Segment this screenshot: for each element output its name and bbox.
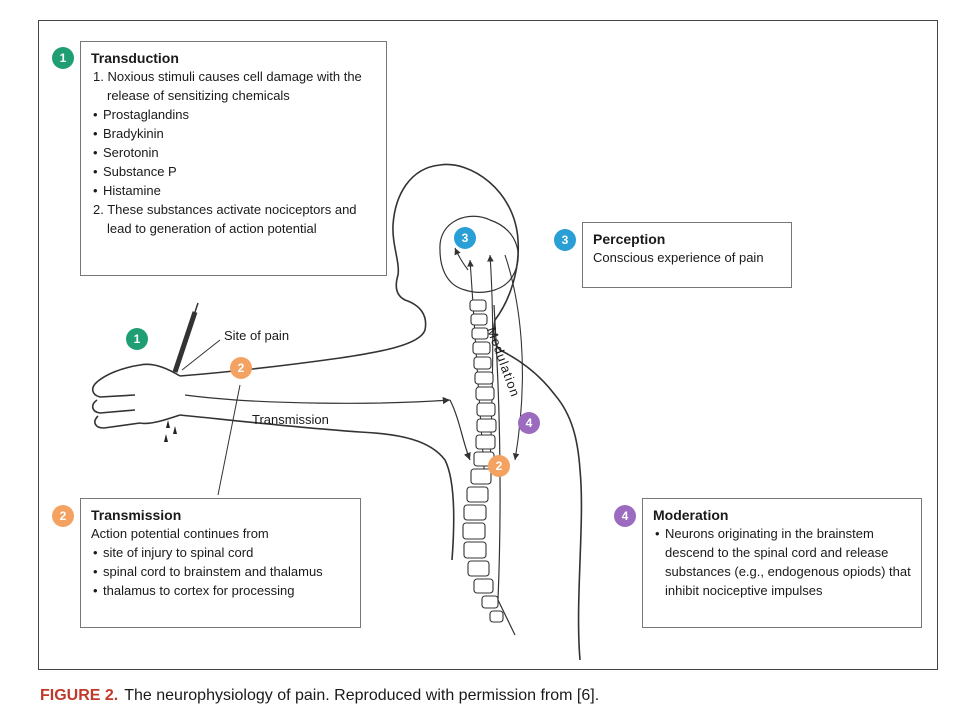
moderation-title: Moderation xyxy=(653,507,729,523)
badge-transmission-arm: 2 xyxy=(230,357,252,379)
brain-outline xyxy=(439,215,519,293)
transduction-box: Transduction 1. Noxious stimuli causes c… xyxy=(80,41,387,276)
needle xyxy=(172,311,198,373)
caption-text: The neurophysiology of pain. Reproduced … xyxy=(124,687,600,704)
badge-transduction-site: 1 xyxy=(126,328,148,350)
body-outline xyxy=(179,163,583,661)
moderation-list: Neurons originating in the brainstem des… xyxy=(653,524,911,600)
transmission-item: thalamus to cortex for processing xyxy=(91,581,350,600)
transmission-item: site of injury to spinal cord xyxy=(91,543,350,562)
transmission-list: site of injury to spinal cord spinal cor… xyxy=(91,543,350,600)
badge-moderation-neck: 4 xyxy=(518,412,540,434)
arm-lower-outline xyxy=(179,414,455,561)
figure-frame xyxy=(38,20,938,670)
figure-caption: FIGURE 2. The neurophysiology of pain. Re… xyxy=(40,686,599,706)
transmission-arrow-label: Transmission xyxy=(252,412,329,427)
perception-title: Perception xyxy=(593,231,666,247)
transduction-title: Transduction xyxy=(91,50,179,66)
transmission-title: Transmission xyxy=(91,507,182,523)
hand-outline xyxy=(91,363,181,429)
transmission-text: Action potential continues from xyxy=(91,526,269,541)
perception-text: Conscious experience of pain xyxy=(593,250,764,265)
transmission-item: spinal cord to brainstem and thalamus xyxy=(91,562,350,581)
site-of-pain-label: Site of pain xyxy=(224,328,290,343)
moderation-item: Neurons originating in the brainstem des… xyxy=(653,524,911,600)
chemical-item: Prostaglandins xyxy=(91,105,376,124)
transmission-box: Transmission Action potential continues … xyxy=(80,498,361,628)
chemical-item: Histamine xyxy=(91,181,376,200)
caption-label: FIGURE 2. xyxy=(40,687,119,704)
badge-transduction: 1 xyxy=(52,47,74,69)
chemical-item: Bradykinin xyxy=(91,124,376,143)
transduction-list: 1. Noxious stimuli causes cell damage wi… xyxy=(91,67,376,238)
moderation-box: Moderation Neurons originating in the br… xyxy=(642,498,922,628)
badge-moderation: 4 xyxy=(614,505,636,527)
transduction-step-1: 1. Noxious stimuli causes cell damage wi… xyxy=(93,69,362,103)
transduction-step-2: 2. These substances activate nociceptors… xyxy=(93,202,357,236)
perception-box: Perception Conscious experience of pain xyxy=(582,222,792,288)
chemical-item: Substance P xyxy=(91,162,376,181)
badge-transmission: 2 xyxy=(52,505,74,527)
badge-perception: 3 xyxy=(554,229,576,251)
chemical-item: Serotonin xyxy=(91,143,376,162)
badge-transmission-spine: 2 xyxy=(488,455,510,477)
badge-perception-brain: 3 xyxy=(454,227,476,249)
